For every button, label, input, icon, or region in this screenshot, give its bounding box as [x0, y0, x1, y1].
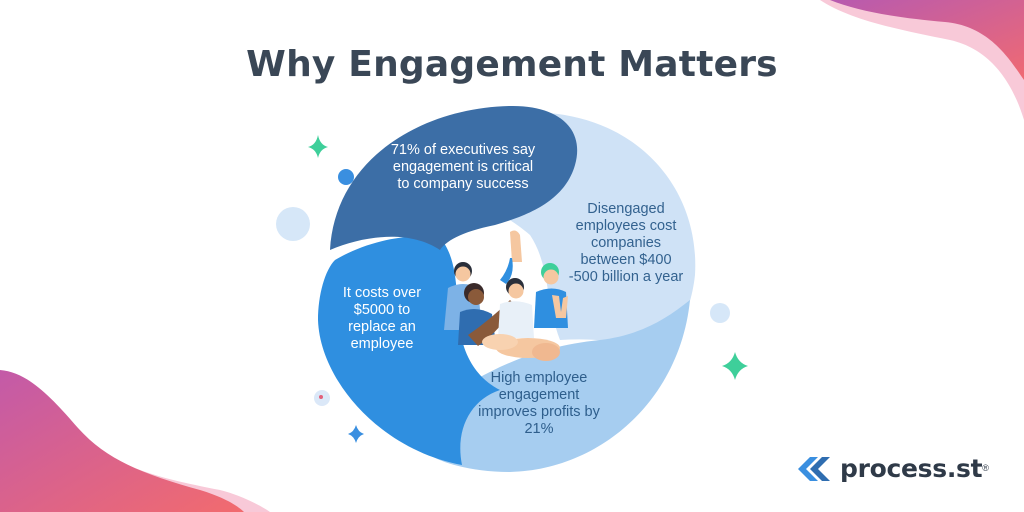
- corner-blob-top-right: [820, 0, 1024, 120]
- team-illustration: [444, 230, 568, 361]
- process-st-logo-icon: [798, 457, 830, 481]
- segment-bottom: [430, 300, 690, 472]
- dot-decoration: [319, 395, 323, 399]
- segment-left-text: It costs over $5000 to replace an employ…: [342, 285, 422, 352]
- circle-decoration: [276, 207, 310, 241]
- logo-registered-mark: ®: [982, 463, 989, 473]
- segment-top: [330, 105, 578, 250]
- page-title: Why Engagement Matters: [246, 44, 778, 85]
- segment-top-text: 71% of executives say engagement is crit…: [390, 142, 536, 192]
- segment-right-text: Disengaged employees cost companies betw…: [568, 201, 684, 285]
- logo-text: process.st: [840, 453, 983, 483]
- brand-logo: process.st®: [834, 450, 989, 486]
- segment-bottom-text: High employee engagement improves profit…: [478, 370, 600, 437]
- circle-decoration: [710, 303, 730, 323]
- dot-decoration: [338, 169, 354, 185]
- sparkle-green-icon: [308, 135, 328, 158]
- corner-blob-bottom-left: [0, 370, 270, 512]
- sparkle-blue-icon: [348, 425, 364, 443]
- sparkle-green-icon: [722, 352, 748, 380]
